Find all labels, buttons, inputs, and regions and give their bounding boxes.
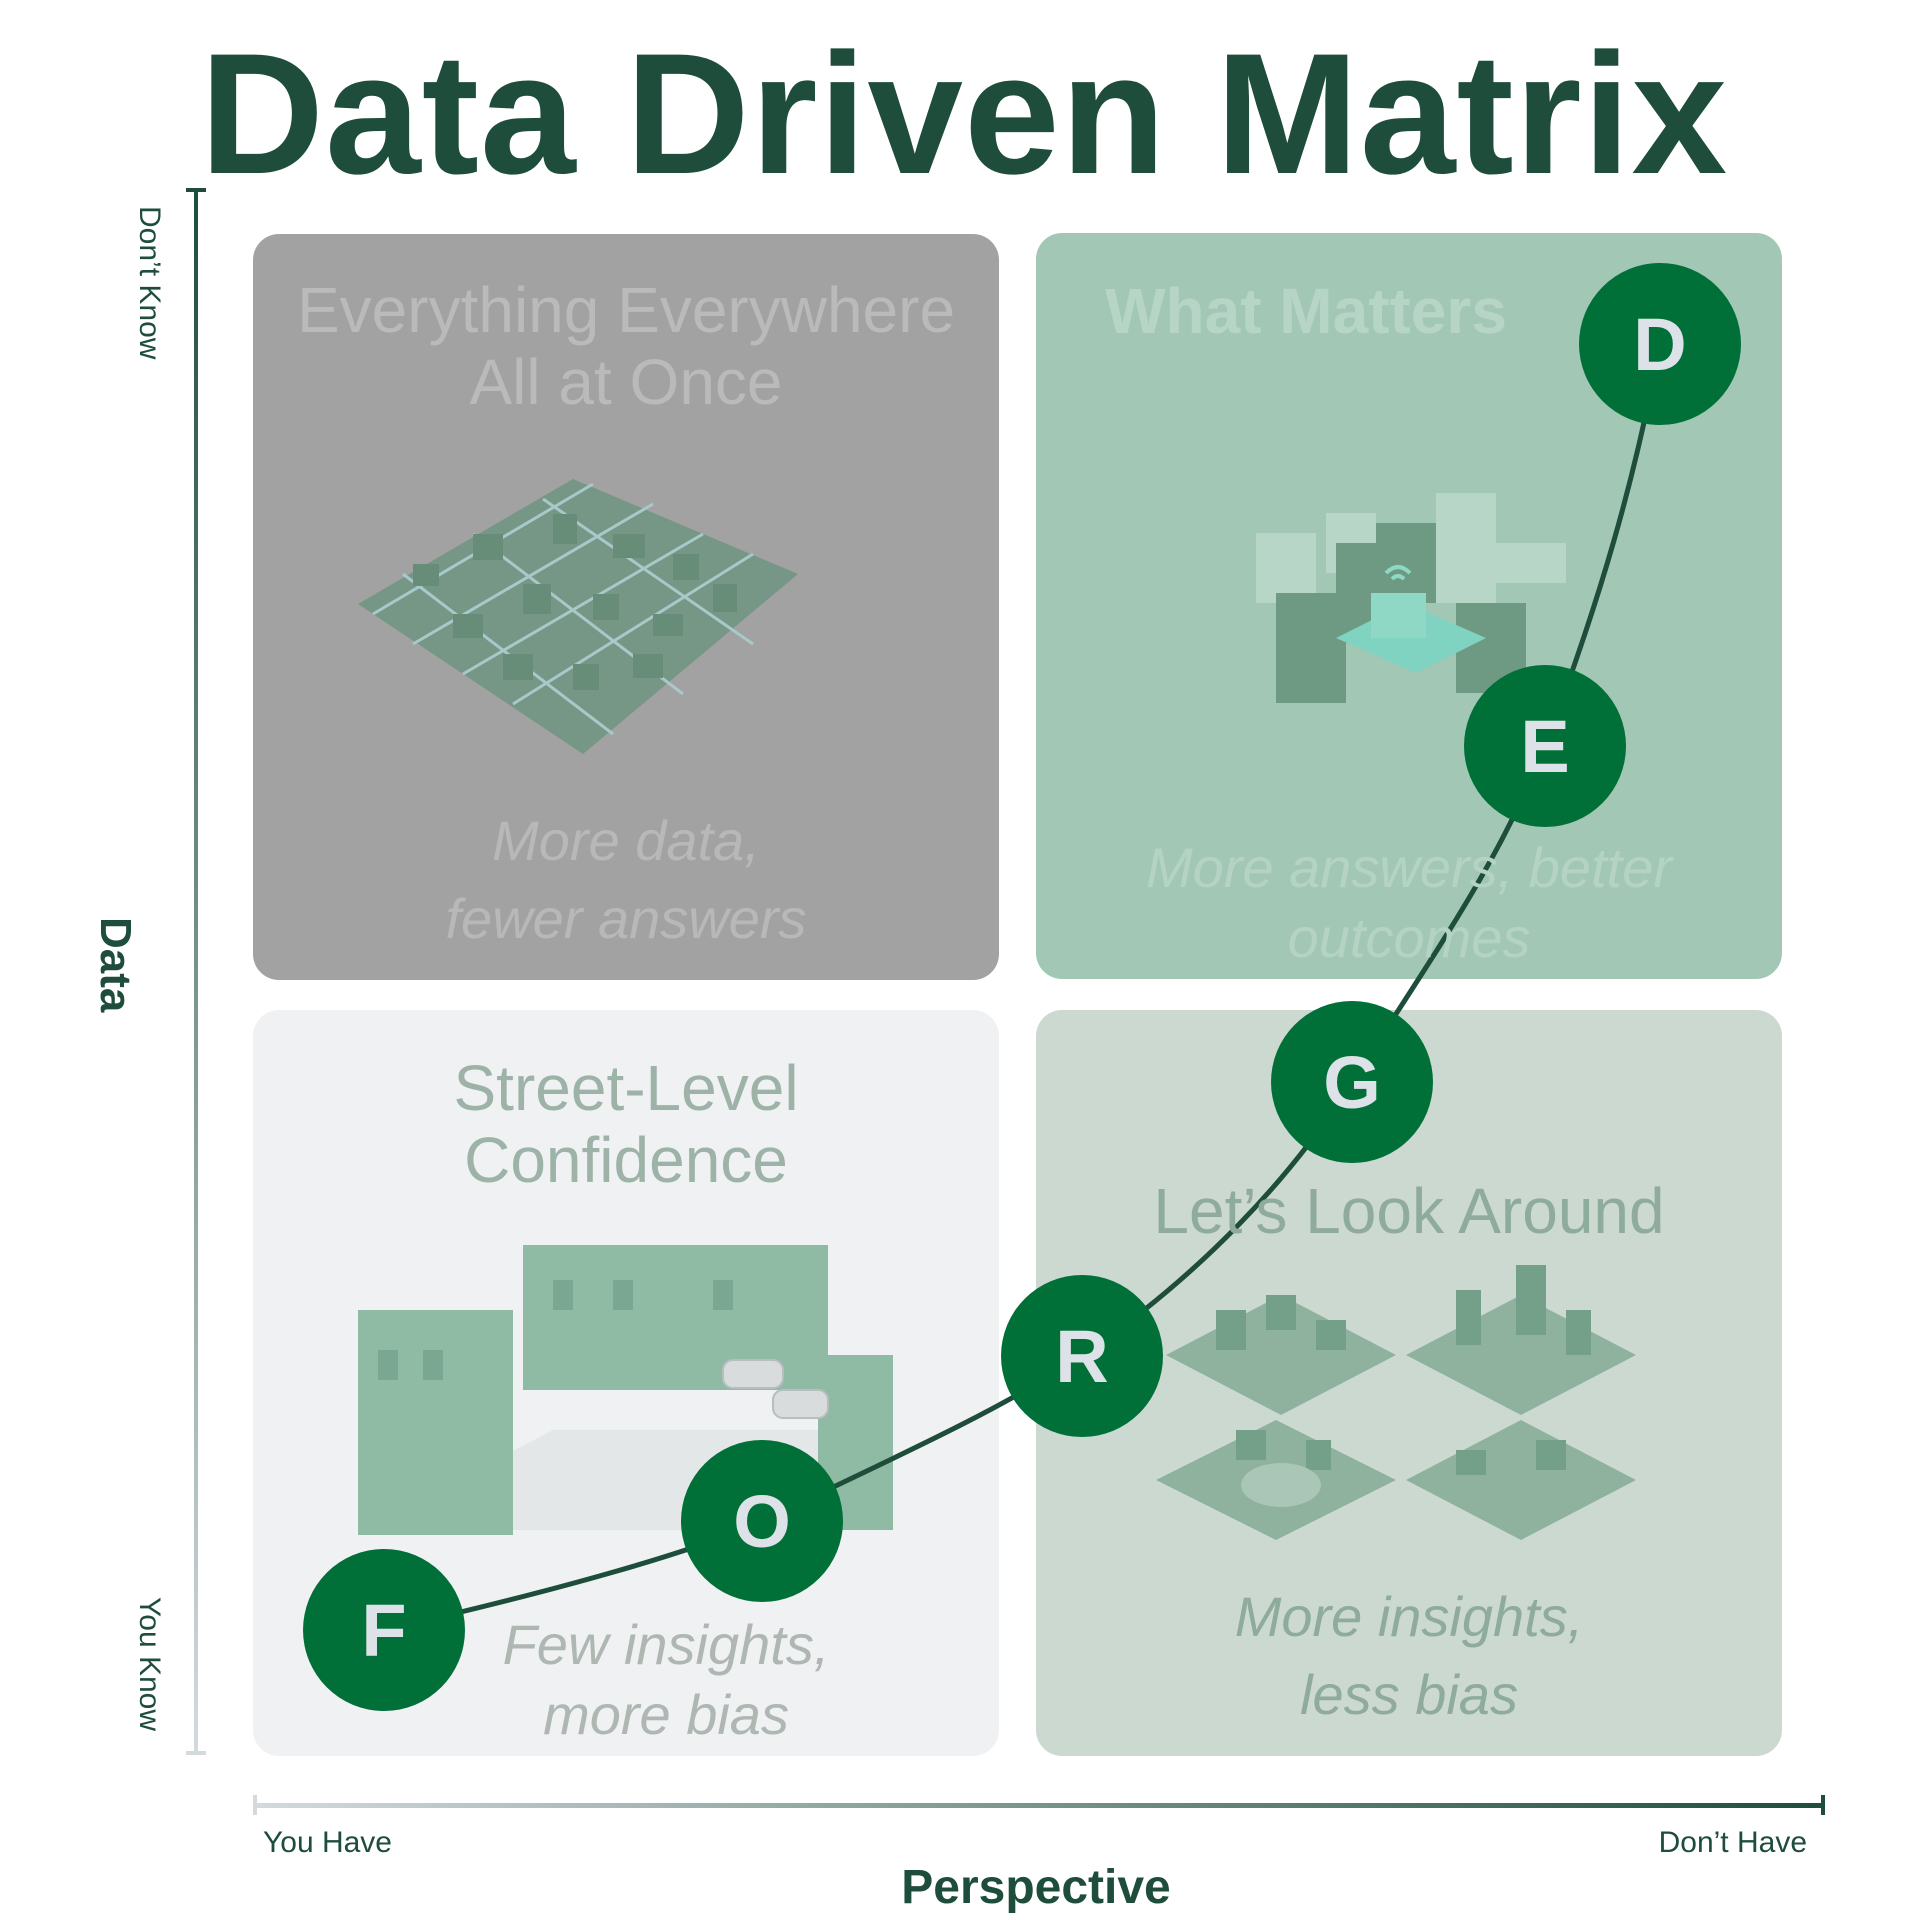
x-axis-left-label: You Have: [263, 1826, 392, 1859]
quadrant-title: Let’s Look Around: [1153, 1175, 1665, 1247]
path-node-f: F: [303, 1549, 465, 1711]
path-node-e: E: [1464, 665, 1626, 827]
quadrant-subtitle: Few insights,more bias: [502, 1613, 830, 1746]
dense-city-illustration: [358, 479, 798, 754]
x-axis-line: [253, 1795, 1825, 1815]
x-axis-title: Perspective: [901, 1861, 1171, 1914]
quadrant-subtitle: More data,fewer answers: [445, 809, 807, 950]
quadrant-title: What Matters: [1105, 275, 1507, 347]
path-node-d: D: [1579, 263, 1741, 425]
path-node-o: O: [681, 1440, 843, 1602]
y-axis-line: [186, 188, 206, 1755]
page-title: Data Driven Matrix: [199, 18, 1729, 210]
quadrant-subtitle: More insights,less bias: [1234, 1585, 1584, 1726]
connected-building-illustration: [1256, 493, 1566, 703]
x-axis-right-label: Don’t Have: [1658, 1826, 1807, 1859]
neighborhood-tiles-illustration: [1156, 1265, 1636, 1540]
path-node-r: R: [1001, 1275, 1163, 1437]
path-node-g: G: [1271, 1001, 1433, 1163]
